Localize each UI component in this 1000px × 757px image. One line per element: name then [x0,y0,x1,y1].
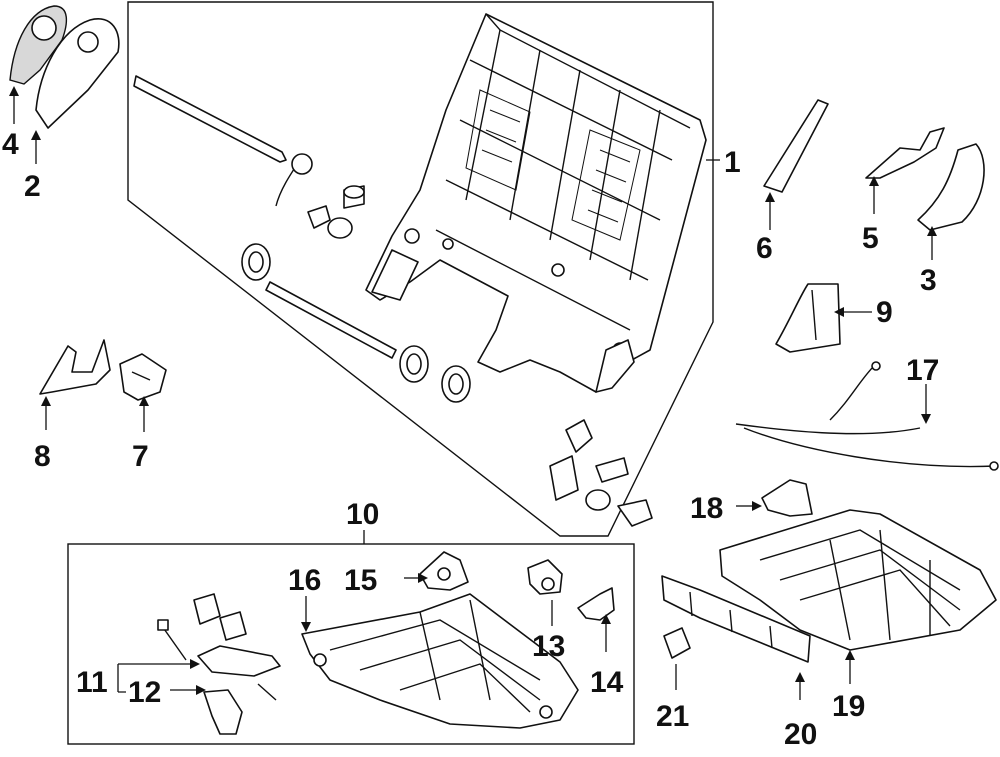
part-2-cover[interactable] [35,18,120,129]
callout-5: 5 [862,222,879,255]
callout-10: 10 [346,498,379,531]
part-6-strip[interactable] [763,99,829,193]
callout-3: 3 [920,264,937,297]
pivot-ring-right-a[interactable] [399,345,429,383]
leader-11 [117,663,190,693]
callout-17: 17 [906,354,939,387]
hardware-cluster[interactable] [549,419,653,527]
part-20-panel[interactable] [661,575,811,663]
callout-13: 13 [532,630,565,663]
part-9-bracket[interactable] [775,283,841,353]
callout-6: 6 [756,232,773,265]
part-21-clip[interactable] [663,627,691,659]
callout-11: 11 [76,666,108,699]
callout-9: 9 [876,296,893,329]
callout-21: 21 [656,700,689,733]
callout-20: 20 [784,718,817,751]
callout-16: 16 [288,564,321,597]
part-12-bracket[interactable] [203,689,243,735]
part-4-cover[interactable] [9,5,68,85]
part-13-lock[interactable] [527,559,563,595]
part-18-bracket[interactable] [761,479,813,517]
part-15-hinge[interactable] [419,551,469,591]
callout-15: 15 [344,564,377,597]
part-19-cover[interactable] [719,509,997,651]
seat-back-frame[interactable] [365,13,707,393]
bushing-upper-a[interactable] [343,185,365,209]
pivot-ring-right-b[interactable] [441,365,471,403]
callout-1: 1 [724,146,741,179]
spring-clip[interactable] [275,153,313,207]
part-11-hinge[interactable] [157,593,281,701]
callout-8: 8 [34,440,51,473]
part-8-bracket[interactable] [39,339,111,395]
part-16-cushion-frame[interactable] [301,593,579,729]
callout-2: 2 [24,170,41,203]
pivot-ring-left[interactable] [241,243,271,281]
bushing-upper-b[interactable] [307,205,331,229]
callout-4: 4 [2,128,19,161]
upper-rod[interactable] [133,75,287,163]
lower-rod[interactable] [265,281,397,359]
callout-19: 19 [832,690,865,723]
seat-cushion-group-frame [67,543,635,745]
part-5-bracket[interactable] [865,127,945,179]
bushing-upper-c[interactable] [327,217,353,239]
part-17-cable[interactable] [735,361,999,471]
part-14-bracket[interactable] [577,587,615,621]
callout-14: 14 [590,666,624,699]
callout-7: 7 [132,440,149,473]
callout-18: 18 [690,492,723,525]
callout-12: 12 [128,676,161,709]
part-7-clip[interactable] [119,353,167,401]
seat-back-group-frame [127,1,714,537]
part-3-cover[interactable] [917,143,985,231]
